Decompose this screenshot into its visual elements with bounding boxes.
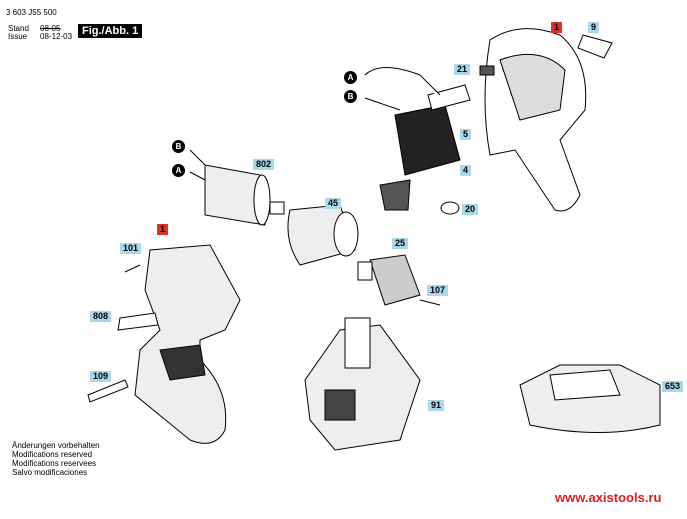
- chuck: [357, 254, 441, 306]
- callout-9: 9: [588, 22, 600, 33]
- footer-line: Änderungen vorbehalten: [12, 441, 100, 450]
- footer-line: Modifications reserved: [12, 450, 93, 459]
- drill-housing: [124, 244, 241, 444]
- figure-label: Fig./Abb. 1: [78, 24, 143, 38]
- footer-line: Modifications reservees: [12, 459, 97, 468]
- charger: [519, 364, 661, 433]
- footer-line: Salvo modificaciones: [12, 468, 88, 477]
- callout-91: 91: [428, 400, 445, 411]
- battery: [304, 317, 421, 451]
- connector-a: A: [344, 71, 357, 84]
- callout-107: 107: [427, 285, 449, 296]
- callout-5: 5: [460, 129, 472, 140]
- callout-21: 21: [454, 64, 471, 75]
- switch-assembly: [364, 65, 495, 215]
- bit: [87, 379, 129, 403]
- old-date: 08-05: [40, 24, 61, 33]
- stand-label: Stand: [8, 24, 29, 33]
- housing-half-right: [484, 28, 587, 212]
- callout-1: 1: [157, 224, 169, 235]
- callout-20: 20: [462, 204, 479, 215]
- callout-653: 653: [662, 381, 684, 392]
- gearbox: [287, 204, 359, 266]
- callout-25: 25: [392, 238, 409, 249]
- callout-109: 109: [90, 371, 112, 382]
- callout-802: 802: [253, 159, 275, 170]
- callout-45: 45: [325, 198, 342, 209]
- side-plate: [117, 312, 159, 331]
- doc-number: 3 603 J55 500: [6, 8, 57, 17]
- motor: [189, 149, 285, 226]
- callout-1: 1: [551, 22, 563, 33]
- callout-4: 4: [460, 165, 472, 176]
- issue-label: Issue: [8, 32, 28, 41]
- website-url[interactable]: www.axistools.ru: [555, 490, 662, 505]
- connector-b: B: [172, 140, 185, 153]
- callout-808: 808: [90, 311, 112, 322]
- label-plate: [577, 34, 613, 59]
- connector-b: B: [344, 90, 357, 103]
- issue-date: 08-12-03: [40, 32, 73, 41]
- connector-a: A: [172, 164, 185, 177]
- callout-101: 101: [120, 243, 142, 254]
